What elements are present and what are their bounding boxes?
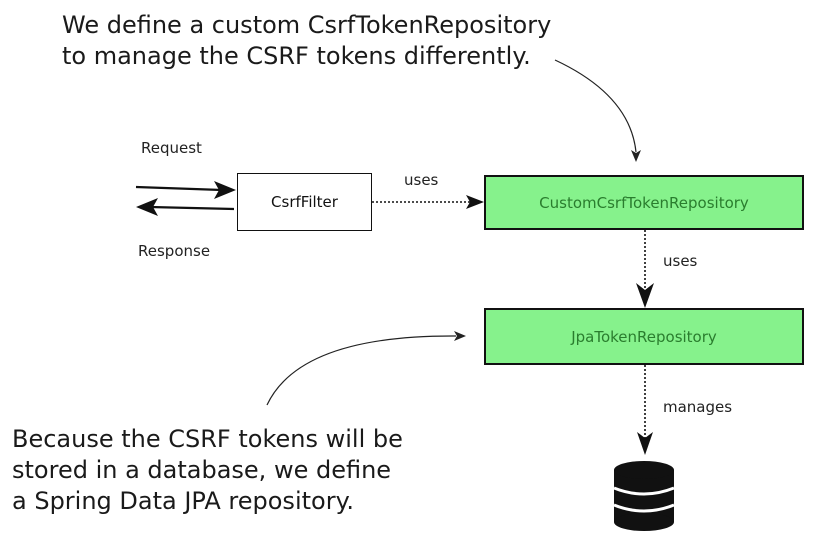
request-arrow <box>135 181 236 199</box>
uses-arrow-vertical <box>636 230 654 308</box>
top-note-line-1: We define a custom CsrfTokenRepository <box>62 11 552 39</box>
response-arrow <box>136 198 235 216</box>
jpa-token-repository-box: JpaTokenRepository <box>484 308 804 365</box>
csrf-filter-box: CsrfFilter <box>237 173 372 231</box>
jpa-token-repository-label: JpaTokenRepository <box>571 327 717 346</box>
bottom-note-line-1: Because the CSRF tokens will be <box>12 425 403 453</box>
bottom-note-line-2: stored in a database, we define <box>12 456 392 484</box>
response-label: Response <box>138 242 211 260</box>
bottom-note-pointer <box>266 331 466 406</box>
custom-csrf-token-repository-box: CustomCsrfTokenRepository <box>484 175 804 230</box>
uses-label-vertical: uses <box>663 252 698 270</box>
bottom-note-line-3: a Spring Data JPA repository. <box>12 487 354 515</box>
uses-label-horizontal: uses <box>404 171 439 189</box>
top-note-line-2: to manage the CSRF tokens differently. <box>62 42 531 70</box>
top-note: We define a custom CsrfTokenRepository t… <box>62 10 551 72</box>
csrf-filter-label: CsrfFilter <box>271 193 338 211</box>
database-icon <box>613 461 675 531</box>
manages-label: manages <box>663 398 733 416</box>
manages-arrow <box>637 365 653 455</box>
uses-arrow-horizontal <box>372 195 484 209</box>
bottom-note: Because the CSRF tokens will be stored i… <box>12 424 403 517</box>
top-note-pointer <box>554 59 641 162</box>
custom-csrf-token-repository-label: CustomCsrfTokenRepository <box>539 193 749 212</box>
request-label: Request <box>141 139 202 157</box>
